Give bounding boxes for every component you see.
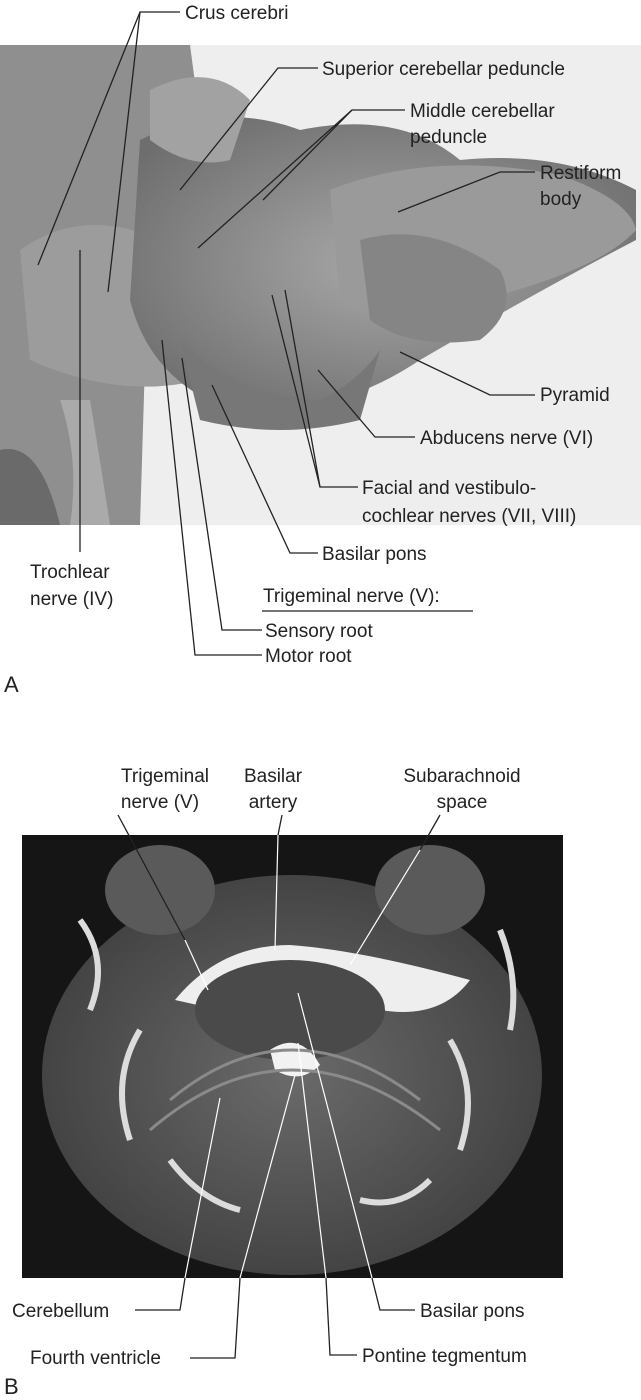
- label-facial-vestibulocochlear-1: Facial and vestibulo-: [362, 478, 536, 499]
- panel-b-leader-lines: [117, 814, 441, 1359]
- label-pontine-tegmentum: Pontine tegmentum: [362, 1346, 527, 1367]
- label-cerebellum: Cerebellum: [12, 1301, 109, 1322]
- label-abducens-nerve: Abducens nerve (VI): [420, 428, 593, 449]
- label-trigeminal-nerve-b-2: nerve (V): [121, 792, 199, 813]
- label-motor-root: Motor root: [265, 646, 352, 667]
- panel-a-leader-lines: [37, 11, 535, 656]
- panel-letter-a: A: [4, 672, 19, 697]
- label-crus-cerebri: Crus cerebri: [185, 3, 288, 24]
- label-subarachnoid-space-1: Subarachnoid: [403, 766, 520, 787]
- label-basilar-pons-a: Basilar pons: [322, 544, 427, 565]
- label-basilar-artery-2: artery: [249, 792, 298, 813]
- panel-letter-b: B: [4, 1374, 19, 1399]
- label-restiform-body-1: Restiform: [540, 163, 621, 184]
- label-basilar-pons-b: Basilar pons: [420, 1301, 525, 1322]
- brainstem-photo: [0, 45, 641, 525]
- label-facial-vestibulocochlear-2: cochlear nerves (VII, VIII): [362, 506, 576, 527]
- label-trochlear-nerve-2: nerve (IV): [30, 589, 113, 610]
- label-restiform-body-2: body: [540, 189, 582, 210]
- label-middle-cerebellar-peduncle-1: Middle cerebellar: [410, 101, 555, 122]
- label-superior-cerebellar-peduncle: Superior cerebellar peduncle: [322, 59, 565, 80]
- label-trigeminal-header: Trigeminal nerve (V):: [263, 586, 440, 607]
- label-basilar-artery-1: Basilar: [244, 766, 303, 787]
- label-sensory-root: Sensory root: [265, 621, 373, 642]
- label-subarachnoid-space-2: space: [437, 792, 488, 813]
- label-trigeminal-nerve-b-1: Trigeminal: [121, 766, 209, 787]
- label-pyramid: Pyramid: [540, 385, 610, 406]
- label-middle-cerebellar-peduncle-2: peduncle: [410, 127, 487, 148]
- mri-image: [22, 835, 563, 1278]
- label-fourth-ventricle: Fourth ventricle: [30, 1348, 161, 1369]
- label-trochlear-nerve-1: Trochlear: [30, 562, 110, 583]
